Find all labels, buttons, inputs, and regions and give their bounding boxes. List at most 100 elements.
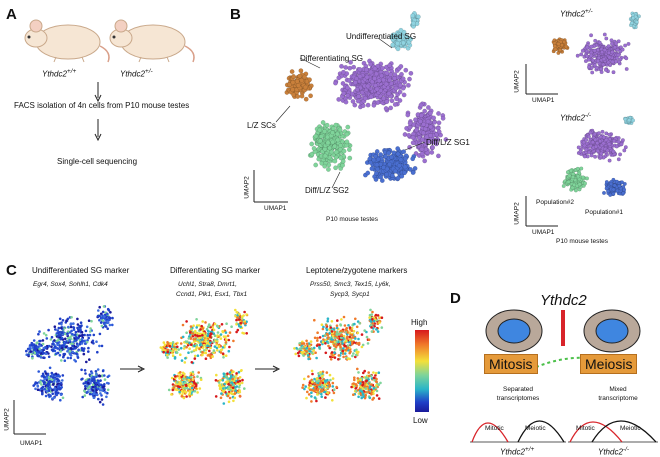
umap-point: [608, 192, 613, 197]
feature-point: [201, 346, 205, 349]
feature-point: [371, 318, 374, 321]
feature-point: [202, 332, 206, 335]
feature-point: [235, 310, 239, 314]
feature-point: [72, 326, 76, 330]
feature-point: [41, 391, 44, 395]
feature-point: [307, 393, 311, 396]
feature-point: [375, 394, 379, 397]
umap-point: [381, 96, 387, 101]
feature-point: [375, 380, 378, 383]
panel-a-label: A: [6, 6, 17, 23]
c-genes-3a: Prss50, Smc3, Tex15, Ly6k,: [310, 281, 391, 288]
feature-point: [66, 346, 70, 350]
umap-point: [443, 137, 449, 142]
feature-point: [313, 336, 317, 340]
umap-point: [602, 47, 607, 52]
feature-point: [236, 328, 240, 332]
umap-point: [322, 163, 328, 169]
feature-point: [308, 344, 311, 348]
umap-point: [614, 144, 619, 149]
feature-point: [235, 318, 238, 322]
feature-point: [378, 321, 381, 324]
umap-point: [341, 90, 347, 96]
umap-point: [295, 83, 301, 88]
feature-point: [34, 387, 37, 391]
feature-point: [208, 335, 212, 338]
umap-point: [368, 94, 374, 100]
feature-point: [176, 385, 180, 388]
feature-point: [57, 326, 61, 330]
feature-point: [103, 387, 106, 391]
feature-point: [218, 344, 221, 348]
feature-point: [44, 333, 48, 337]
feature-point: [61, 379, 64, 382]
feature-point: [224, 354, 228, 357]
feature-point: [39, 380, 42, 383]
genotype-left: Ythdc2+/+: [500, 446, 535, 457]
feature-point: [180, 389, 184, 393]
feature-point: [97, 309, 100, 312]
feature-point: [180, 395, 184, 398]
umap-point: [394, 96, 399, 102]
feature-point: [178, 381, 182, 384]
feature-point: [236, 380, 240, 384]
axis-y-b: UMAP2: [243, 176, 251, 199]
feature-point: [367, 374, 371, 378]
feature-point: [336, 336, 339, 339]
umap-point: [371, 102, 377, 108]
feature-point: [171, 350, 174, 353]
umap-point: [613, 45, 617, 50]
feature-point: [79, 321, 83, 324]
umap-point: [410, 170, 416, 175]
feature-point: [59, 350, 62, 353]
feature-point: [303, 377, 306, 381]
feature-point: [316, 331, 319, 334]
umap-point: [595, 148, 600, 153]
umap-point: [552, 44, 557, 49]
caption-b: P10 mouse testes: [326, 216, 379, 223]
feature-point: [239, 321, 242, 325]
feature-point: [348, 326, 352, 329]
umap-point: [592, 48, 597, 53]
feature-point: [241, 331, 244, 335]
feature-point: [228, 371, 232, 374]
umap-point: [384, 99, 390, 105]
feature-point: [344, 329, 347, 332]
umap-point: [578, 149, 583, 154]
panel-b-label: B: [230, 6, 241, 23]
feature-point: [82, 347, 86, 350]
feature-point: [326, 381, 330, 385]
caption-b-right: P10 mouse testes: [556, 238, 609, 245]
umap-point: [604, 180, 609, 184]
feature-point: [98, 400, 102, 404]
feature-point: [98, 305, 101, 309]
feature-point: [106, 321, 110, 324]
umap-point: [400, 76, 406, 82]
feature-point: [245, 332, 248, 335]
feature-point: [53, 373, 56, 376]
feature-point: [212, 349, 216, 352]
umap-point: [611, 187, 616, 192]
feature-point: [346, 346, 350, 349]
feature-point: [192, 349, 196, 352]
feature-point: [173, 356, 177, 359]
feature-point: [310, 347, 314, 351]
feature-point: [90, 371, 94, 375]
umap-main: [284, 11, 449, 183]
curves-mixed: [568, 420, 658, 443]
feature-point: [78, 324, 81, 328]
d-gene-title: Ythdc2: [540, 292, 587, 309]
feature-umap-2: [159, 308, 249, 405]
feature-point: [84, 329, 88, 333]
feature-point: [60, 331, 64, 334]
feature-point: [352, 393, 355, 396]
feature-point: [312, 389, 315, 392]
umap-point: [368, 61, 373, 67]
feature-point: [328, 384, 332, 388]
umap-point: [602, 32, 607, 37]
feature-point: [228, 331, 232, 334]
feature-point: [100, 316, 104, 320]
feature-point: [55, 352, 58, 355]
feature-point: [329, 378, 332, 382]
feature-point: [187, 337, 191, 340]
